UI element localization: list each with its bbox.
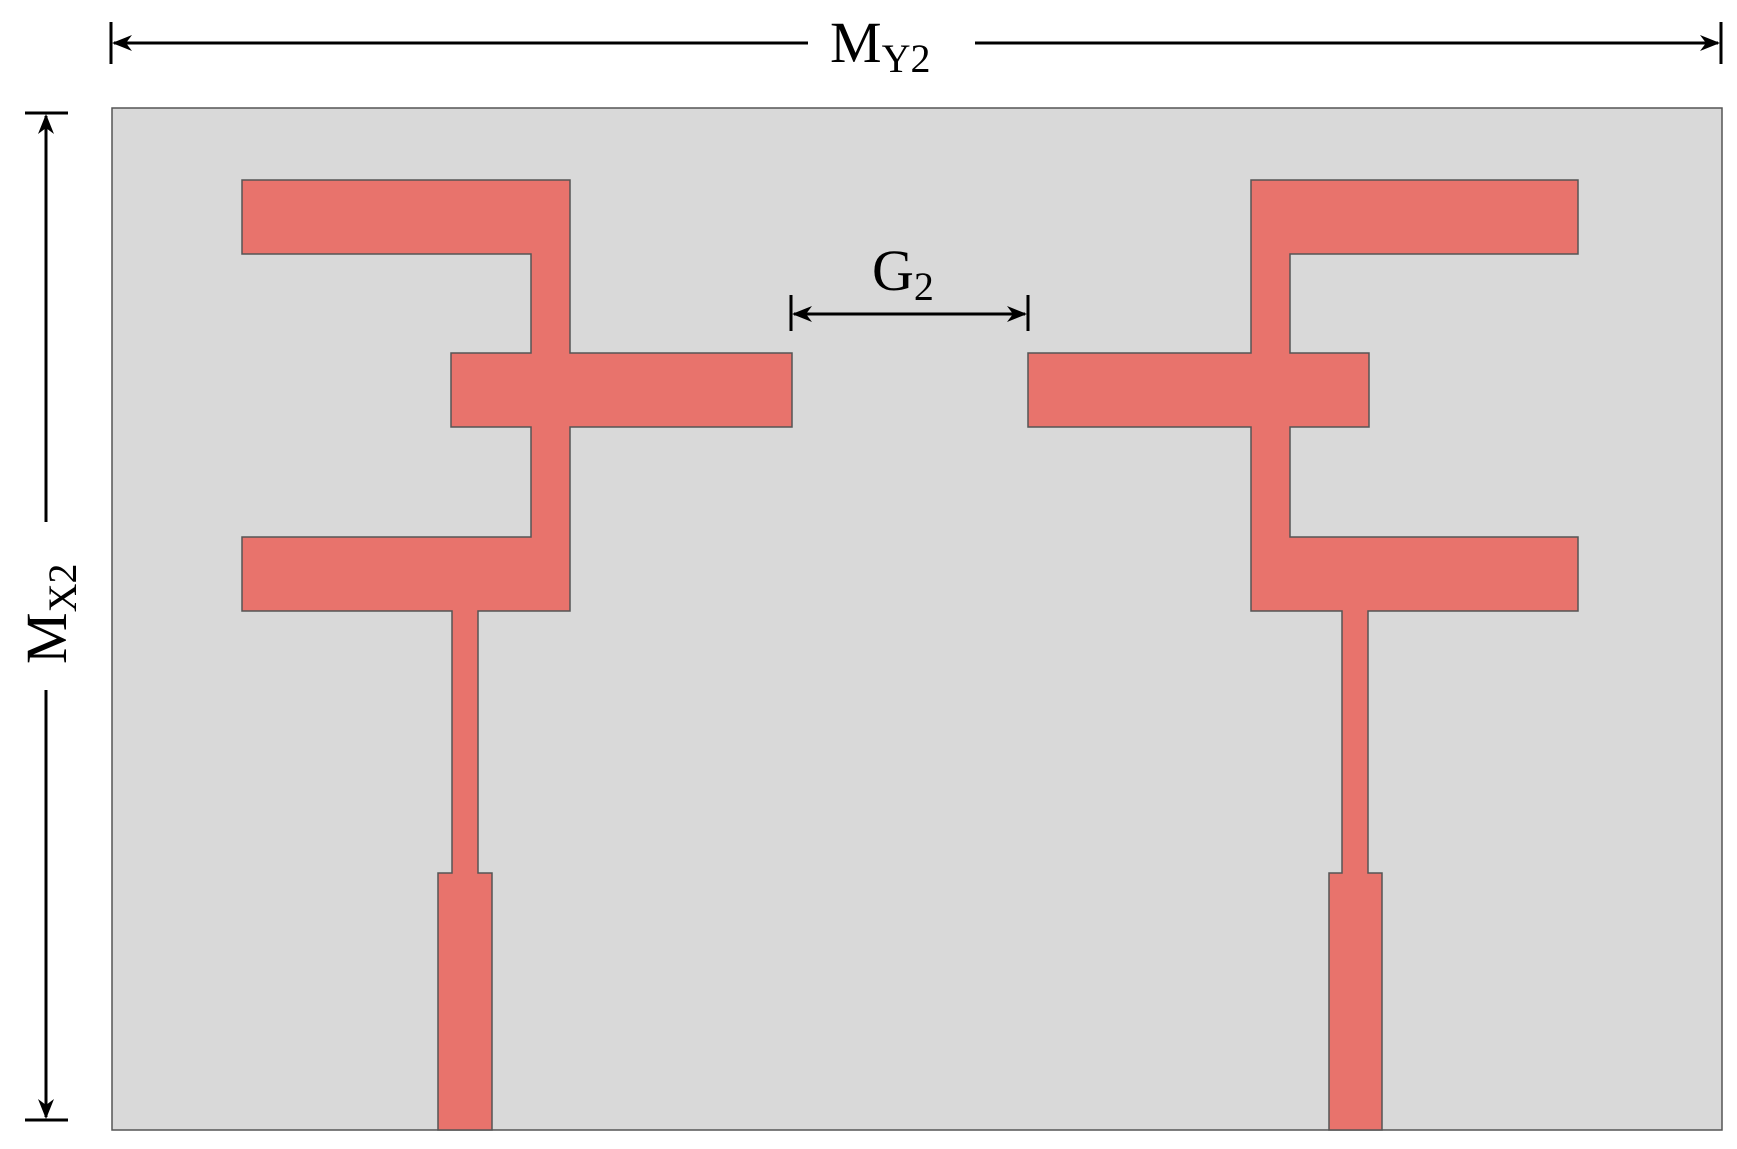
height-dimension: MX2 xyxy=(14,111,85,1122)
height-label-subscript: X2 xyxy=(40,564,85,613)
gap-label: G2 xyxy=(872,238,934,309)
width-label: MY2 xyxy=(830,10,930,81)
gap-label-subscript: 2 xyxy=(914,264,934,309)
gap-dimension: G2 xyxy=(789,238,1030,331)
substrate xyxy=(111,107,1723,1131)
width-dimension: MY2 xyxy=(109,10,1723,81)
width-label-subscript: Y2 xyxy=(882,36,931,81)
height-label: MX2 xyxy=(14,564,85,664)
left-conductor-pattern xyxy=(241,179,793,1131)
right-conductor-pattern xyxy=(1027,179,1579,1131)
right-comb-structure xyxy=(1027,179,1579,1131)
left-comb-structure xyxy=(241,179,793,1131)
